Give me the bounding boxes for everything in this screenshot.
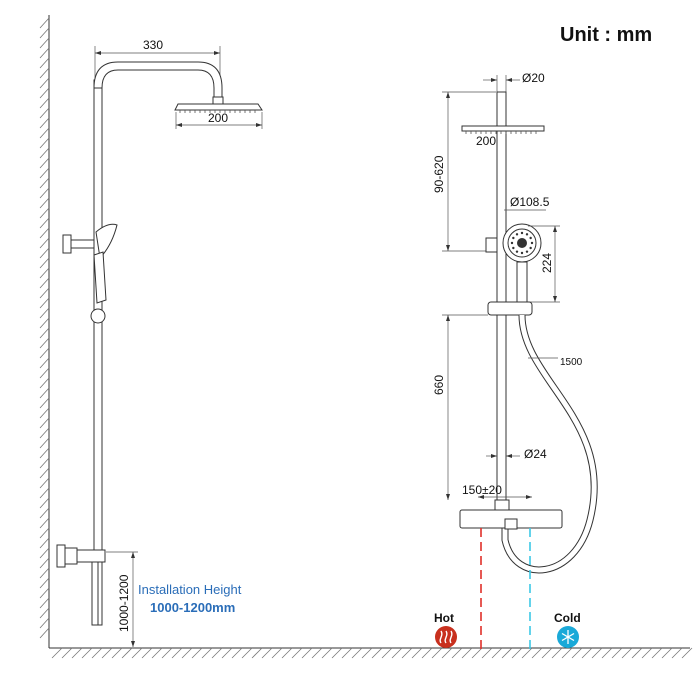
snowflake-icon — [561, 630, 575, 644]
front-pipe-dimension: Ø24 — [524, 447, 547, 461]
front-lower-dimension: 660 — [432, 375, 446, 395]
side-mixer-body — [76, 549, 106, 563]
cold-legend: Cold — [554, 611, 581, 648]
side-slider-knob — [90, 308, 106, 324]
side-top-dimension: 330 — [143, 38, 163, 52]
front-adjust-dimension: 90-620 — [432, 155, 446, 193]
wall — [39, 15, 50, 648]
side-hand-shower-handle — [93, 251, 107, 304]
side-spout — [91, 561, 99, 626]
front-inlet-dimension: 150±20 — [462, 483, 502, 497]
front-hose — [501, 314, 598, 574]
floor — [49, 647, 693, 659]
side-height-dimension: 1000-1200 — [117, 574, 131, 632]
side-shower-arm — [93, 61, 223, 99]
hot-legend: Hot — [434, 611, 457, 648]
cold-label: Cold — [554, 611, 581, 625]
side-riser-pipe — [93, 79, 103, 626]
front-rain-head — [461, 125, 545, 132]
installation-height-label: Installation Height — [138, 582, 242, 597]
side-head-dimension: 200 — [208, 111, 228, 125]
side-view: 330 200 1000-1200 — [56, 38, 263, 647]
front-pipe-top-dimension: Ø20 — [522, 71, 545, 85]
front-riser-pipe — [496, 91, 507, 501]
front-hand-length-dimension: 224 — [540, 253, 554, 273]
side-rain-head — [174, 103, 263, 111]
installation-height-value: 1000-1200mm — [150, 600, 235, 615]
side-hand-shower-head — [95, 223, 118, 260]
front-hand-diameter-dimension: Ø108.5 — [510, 195, 550, 209]
front-hose-dimension: 1500 — [560, 357, 583, 368]
front-head-dimension: 200 — [476, 134, 496, 148]
side-wall-bracket — [62, 234, 72, 254]
front-hand-shower-handle — [516, 261, 528, 303]
front-view: Ø20 200 90-620 Ø108.5 224 — [432, 71, 598, 652]
front-holder-bracket — [485, 237, 498, 253]
front-slider — [487, 301, 533, 316]
side-mixer-plate — [56, 544, 66, 568]
hot-label: Hot — [434, 611, 454, 625]
unit-label: Unit : mm — [560, 24, 652, 46]
heat-waves-icon — [439, 630, 453, 644]
